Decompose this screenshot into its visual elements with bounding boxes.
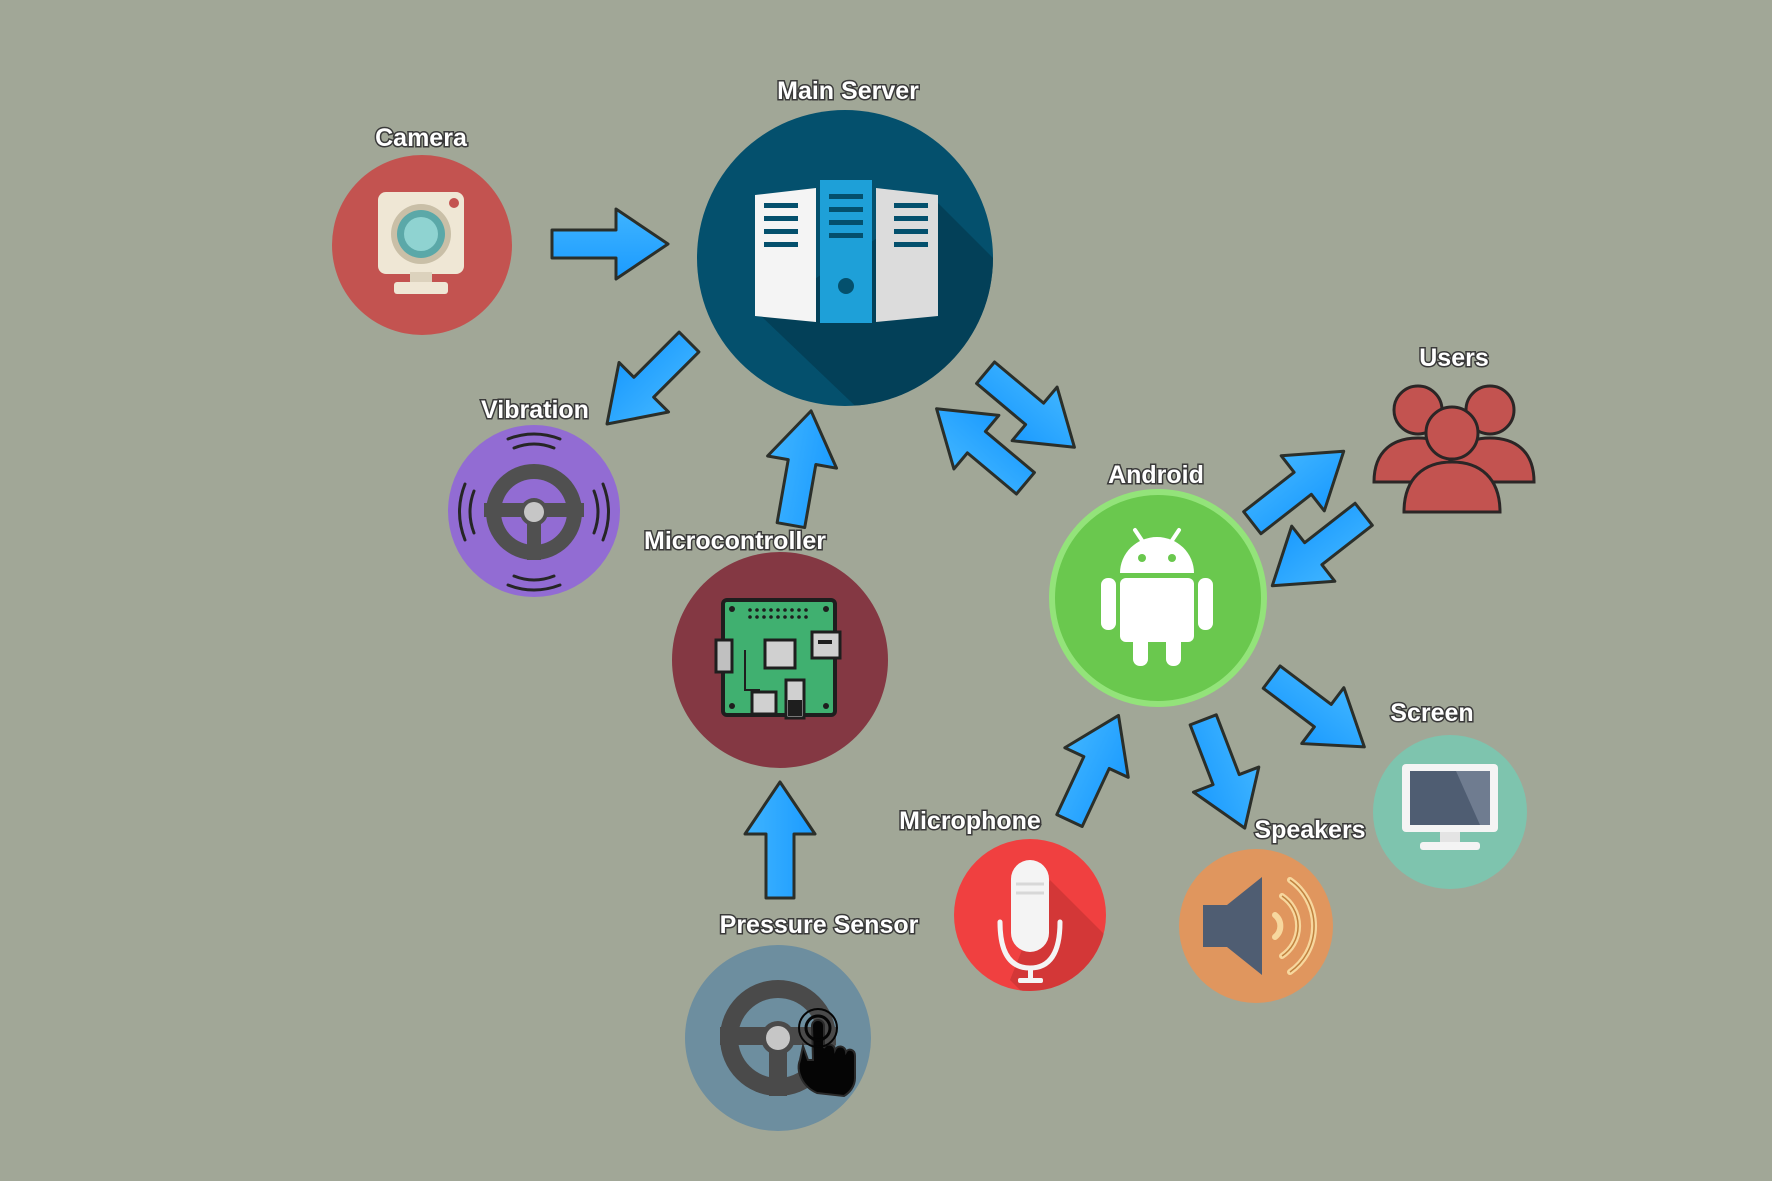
steering-wheel-touch-icon [720, 980, 856, 1098]
speaker-icon [1203, 877, 1318, 975]
speakers-label: Speakers [1254, 816, 1365, 844]
main-server-label: Main Server [777, 77, 919, 105]
arrow-server-to-vibration [605, 330, 701, 426]
node-vibration: Vibration [448, 395, 620, 597]
arrow-android-to-screen [1261, 664, 1366, 749]
users-group-icon [1372, 384, 1536, 514]
node-main-server: Main Server [697, 76, 993, 406]
arrow-android-to-users [1242, 449, 1346, 536]
node-speakers: Speakers [1179, 815, 1367, 1003]
circuit-board-icon [714, 598, 842, 720]
android-robot-icon [1101, 528, 1213, 666]
node-users: Users [1372, 343, 1536, 514]
arrow-server-to-android [975, 360, 1076, 449]
users-label: Users [1419, 344, 1489, 372]
node-android: Android [1049, 460, 1267, 707]
server-rack-icon [755, 180, 938, 323]
arrow-android-to-speakers [1188, 713, 1261, 830]
microphone-icon [997, 860, 1063, 983]
monitor-icon [1402, 764, 1498, 850]
pressure-sensor-label: Pressure Sensor [720, 911, 919, 939]
node-microcontroller: Microcontroller [643, 526, 888, 768]
node-microphone: Microphone [898, 806, 1106, 991]
android-label: Android [1108, 461, 1204, 489]
hand-pointer-icon [797, 1008, 856, 1098]
node-camera: Camera [332, 123, 512, 335]
microcontroller-label: Microcontroller [644, 527, 826, 555]
arrow-microphone-to-android [1055, 713, 1130, 828]
connection-arrows [550, 207, 1374, 900]
arrow-pressure-to-microcontroller [743, 780, 817, 900]
node-screen: Screen [1373, 698, 1527, 889]
camera-label: Camera [375, 124, 468, 152]
arrow-microcontroller-to-server [766, 409, 839, 530]
arrow-users-to-android [1270, 501, 1374, 588]
screen-label: Screen [1390, 699, 1473, 727]
arrow-android-to-server [935, 407, 1036, 496]
webcam-icon [378, 192, 464, 294]
vibration-label: Vibration [481, 396, 589, 424]
arrow-camera-to-server [550, 207, 670, 281]
steering-wheel-vibration-icon [458, 432, 610, 592]
node-pressure-sensor: Pressure Sensor [685, 910, 920, 1131]
microphone-label: Microphone [899, 807, 1041, 835]
